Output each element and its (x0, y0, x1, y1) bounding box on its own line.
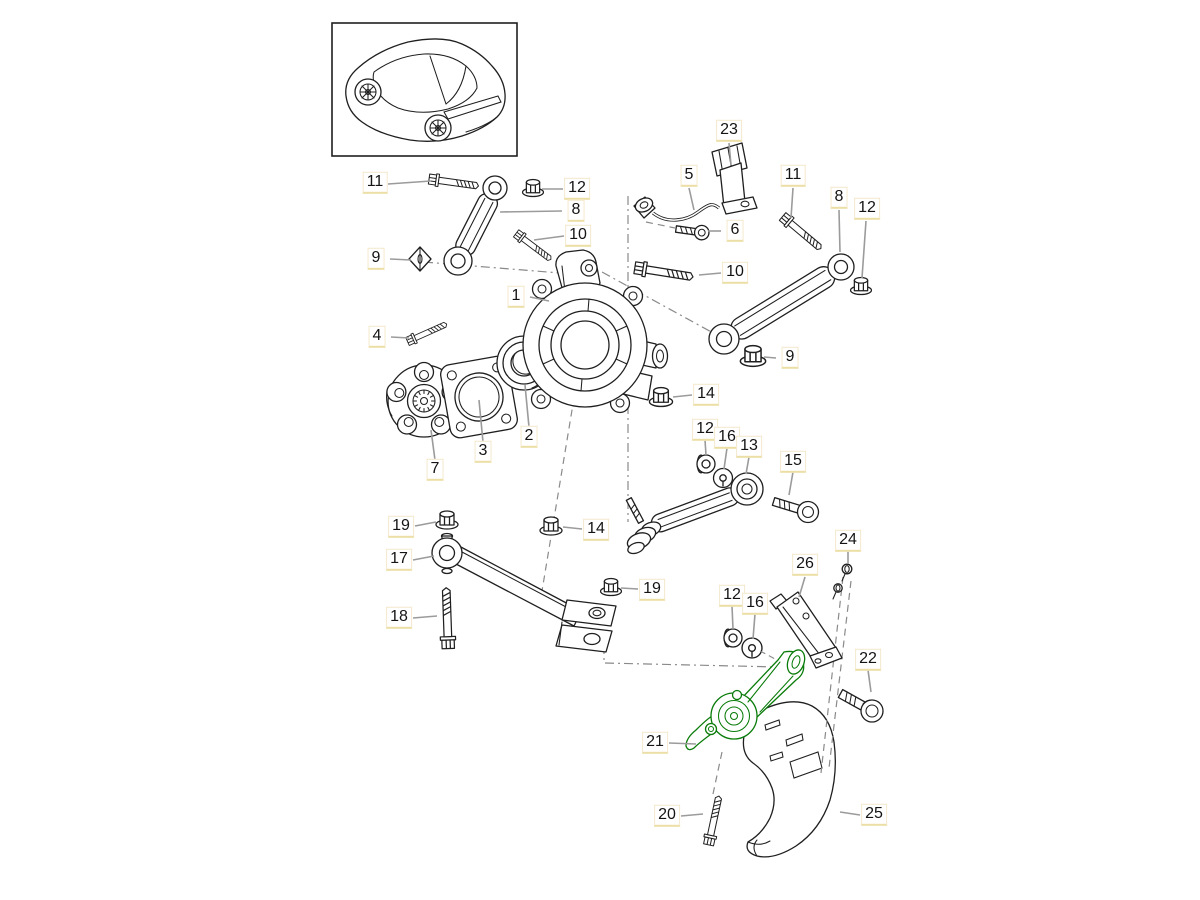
part-washer-9-left (408, 246, 432, 272)
part-nut-12-right (849, 276, 873, 296)
part-bearing-plate (440, 355, 518, 439)
part-bolt-11-left (427, 172, 480, 193)
part-nut-12-bottom (723, 628, 743, 648)
callout-21[interactable]: 21 (642, 731, 668, 755)
part-bolt-15 (771, 496, 820, 524)
part-nut-14-mid (539, 516, 563, 536)
part-nut-12-left (521, 178, 545, 198)
part-bolt-22 (837, 688, 884, 723)
callout-1[interactable]: 1 (507, 285, 525, 309)
part-nut-9-right (739, 344, 767, 368)
callout-22[interactable]: 22 (855, 648, 881, 672)
callout-13[interactable]: 13 (736, 435, 762, 459)
callout-2[interactable]: 2 (520, 425, 538, 449)
callout-8-left[interactable]: 8 (567, 199, 585, 223)
callout-17[interactable]: 17 (386, 548, 412, 572)
callout-15[interactable]: 15 (780, 450, 806, 474)
part-screw-6 (674, 224, 710, 241)
callout-8-right[interactable]: 8 (830, 186, 848, 210)
part-track-rod (625, 472, 764, 555)
part-bracket-26 (769, 591, 843, 669)
part-bracket-23 (711, 142, 758, 215)
part-wheel-carrier (522, 249, 669, 414)
part-upper-link-right (708, 253, 855, 355)
part-trailing-arm (431, 532, 617, 653)
callout-10-left[interactable]: 10 (565, 224, 591, 248)
part-bolt-10-right (633, 259, 695, 285)
callout-24[interactable]: 24 (835, 529, 861, 553)
callout-9-right[interactable]: 9 (781, 346, 799, 370)
part-bolt-18 (437, 586, 457, 650)
callout-19-right[interactable]: 19 (639, 578, 665, 602)
callout-18[interactable]: 18 (386, 606, 412, 630)
callout-11-left[interactable]: 11 (362, 171, 388, 195)
part-bolt-10-left (512, 228, 555, 265)
callout-10-right[interactable]: 10 (722, 261, 748, 285)
leader-lines (387, 142, 872, 817)
callout-25[interactable]: 25 (861, 803, 887, 827)
part-bolt-11-right (778, 211, 826, 254)
part-bolt-20 (701, 794, 726, 847)
callout-3[interactable]: 3 (474, 440, 492, 464)
construction-lines-guard (820, 576, 852, 774)
callout-12-mid[interactable]: 12 (692, 418, 718, 442)
callout-12-right[interactable]: 12 (854, 197, 880, 221)
callout-26[interactable]: 26 (792, 553, 818, 577)
part-nut-12-mid (696, 454, 716, 474)
part-speed-sensor (633, 196, 721, 222)
callout-12-bottom[interactable]: 12 (719, 584, 745, 608)
callout-12-left[interactable]: 12 (564, 177, 590, 201)
part-bolt-4 (404, 318, 450, 347)
callout-7[interactable]: 7 (426, 458, 444, 482)
callout-14-right[interactable]: 14 (693, 383, 719, 407)
callout-19-left[interactable]: 19 (388, 515, 414, 539)
callout-11-right[interactable]: 11 (780, 164, 806, 188)
callout-6[interactable]: 6 (726, 219, 744, 243)
callout-9-left[interactable]: 9 (367, 247, 385, 271)
part-washer-16-mid (712, 467, 734, 489)
callout-4[interactable]: 4 (368, 325, 386, 349)
part-screws-24 (832, 563, 853, 600)
callout-20[interactable]: 20 (654, 804, 680, 828)
callout-14-mid[interactable]: 14 (583, 518, 609, 542)
part-washer-16-bottom (741, 637, 763, 659)
vehicle-thumbnail (331, 22, 518, 157)
callout-23[interactable]: 23 (716, 119, 742, 143)
part-stone-guard (742, 701, 836, 858)
part-lower-arm-highlighted[interactable] (685, 648, 808, 751)
callout-5[interactable]: 5 (680, 164, 698, 188)
part-nut-14-right (648, 386, 674, 408)
callout-16-bottom[interactable]: 16 (742, 592, 768, 616)
part-upper-link-left (443, 175, 508, 276)
part-nut-19-right (599, 577, 623, 597)
part-nut-19-left (435, 510, 459, 530)
